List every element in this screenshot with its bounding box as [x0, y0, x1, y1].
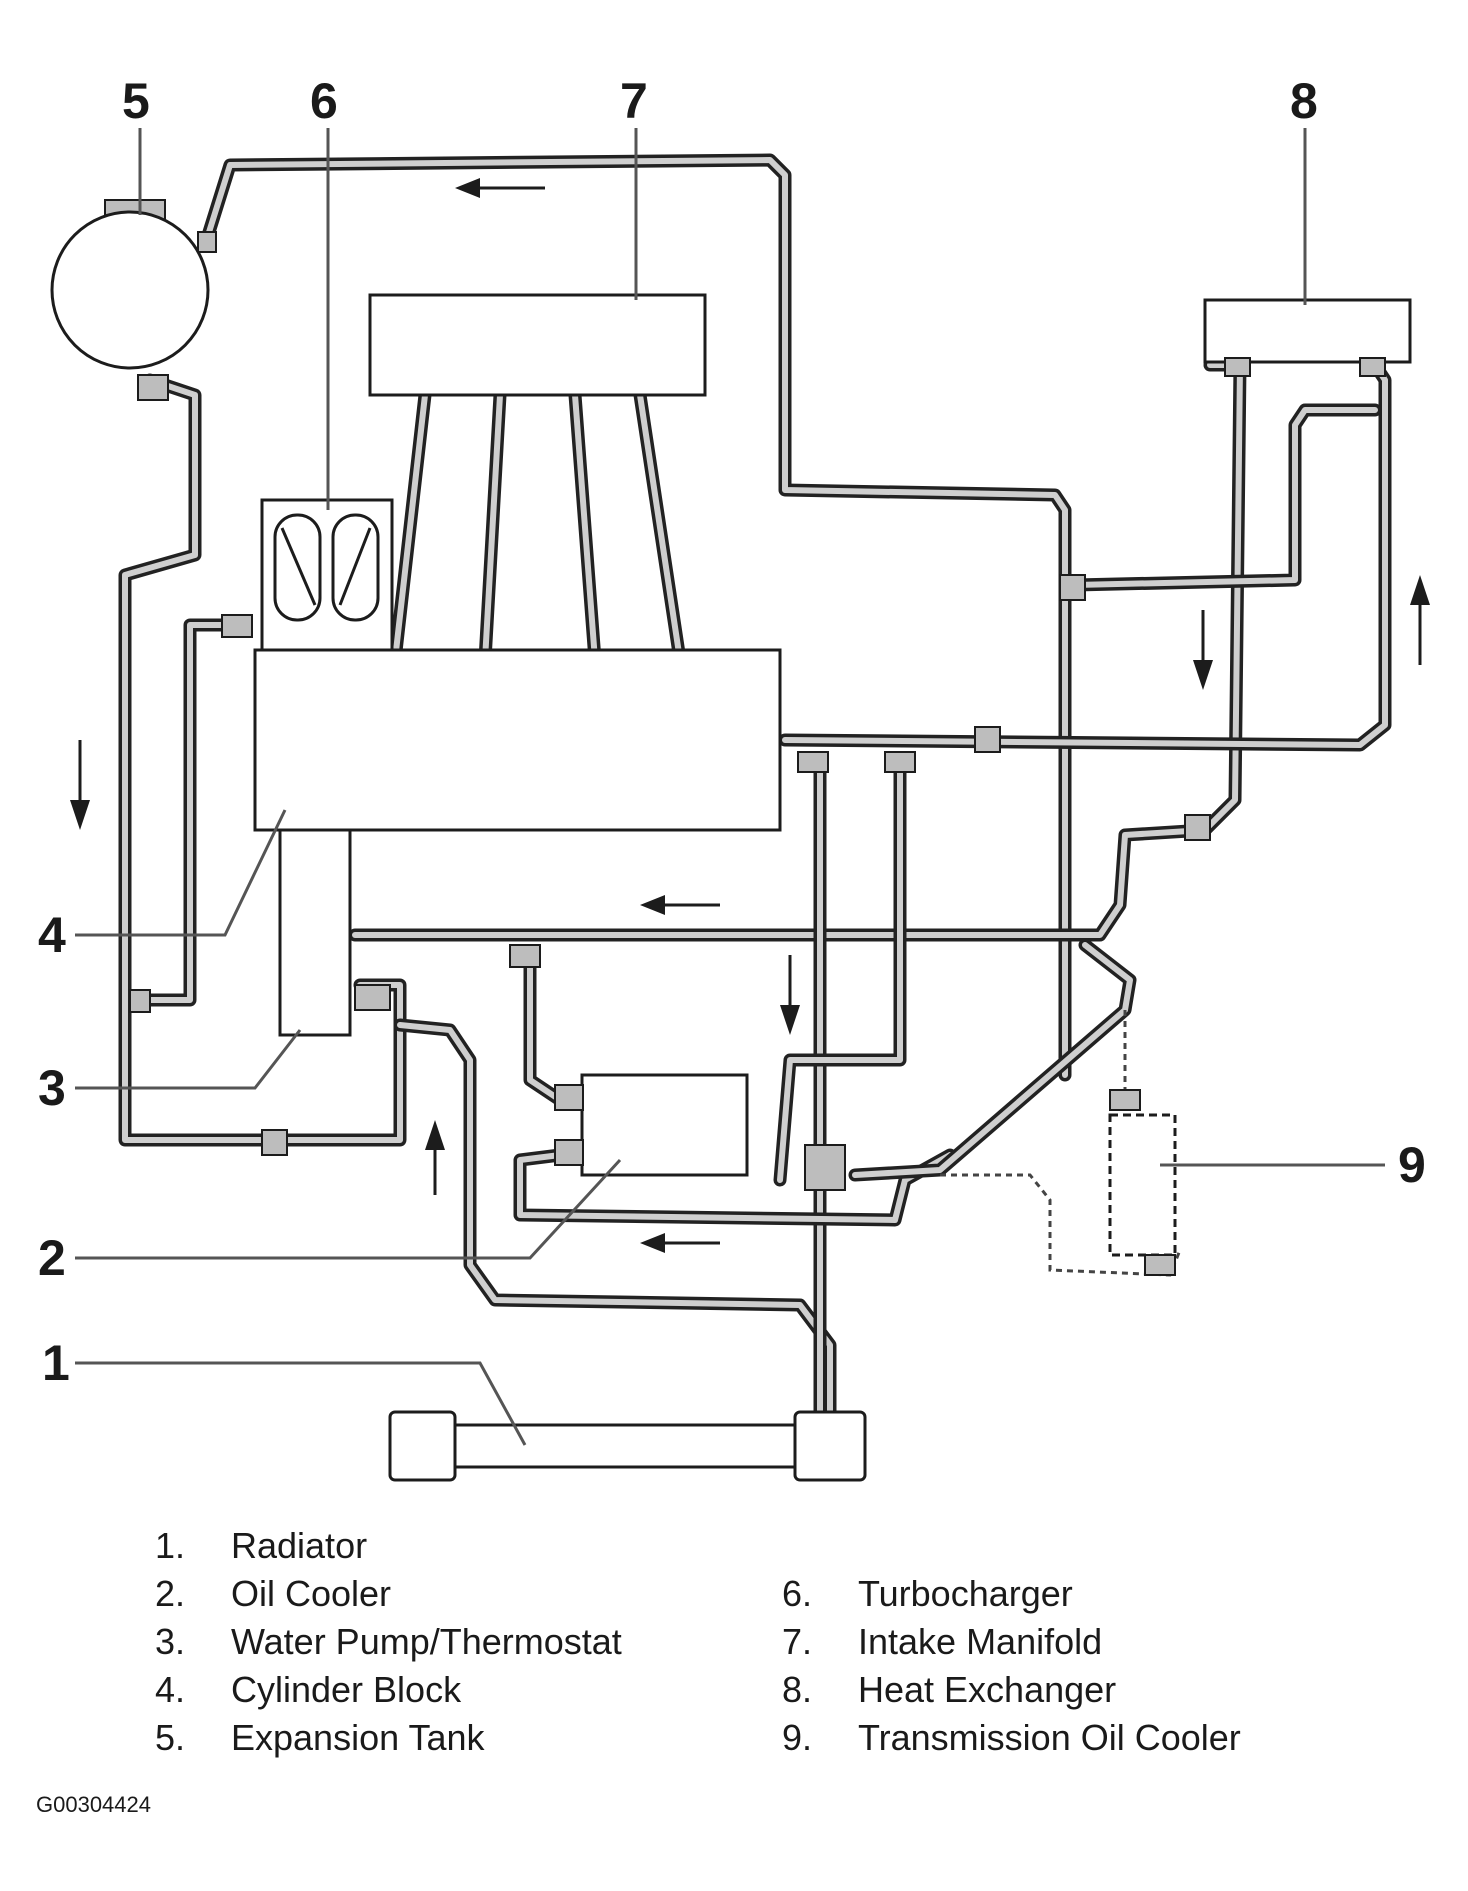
- clamp-right-top: [1059, 574, 1086, 601]
- flow-arrow-right-down: [1193, 610, 1213, 690]
- radiator-left-tank: [388, 1410, 457, 1482]
- clamp-block-1: [797, 751, 829, 773]
- legend-number: 4.: [155, 1669, 186, 1710]
- callout-2: 2: [38, 1230, 66, 1286]
- coolant-hoses: [118, 153, 1392, 1432]
- callout-4: 4: [38, 907, 66, 963]
- expansion-tank-body: [50, 210, 210, 370]
- flow-arrow-center-down: [780, 955, 800, 1035]
- legend-number: 5.: [155, 1717, 186, 1758]
- runner-4-inner: [637, 392, 683, 663]
- turbocharger-right-blade: [338, 527, 372, 606]
- hose-oil-cooler-feed-inner: [527, 957, 563, 1103]
- callout-5: 5: [122, 73, 150, 129]
- figure-id: G00304424: [36, 1792, 151, 1817]
- legend-label: Transmission Oil Cooler: [858, 1717, 1241, 1758]
- flow-arrow-top-left: [455, 178, 545, 198]
- callout-7: 7: [620, 73, 648, 129]
- clamp-oil-in: [554, 1084, 584, 1111]
- legend-number: 9.: [782, 1717, 813, 1758]
- leader-3: [75, 1029, 302, 1090]
- clamp-oil-out: [554, 1139, 584, 1166]
- water-pump-thermostat: [278, 828, 352, 1037]
- clamp-heat-right: [1359, 357, 1386, 377]
- clamp-left-lower: [129, 989, 151, 1013]
- hose-block-bottom-inner: [352, 362, 1243, 938]
- legend-number: 2.: [155, 1573, 186, 1614]
- heat-exchanger: [1203, 298, 1412, 364]
- legend-number: 3.: [155, 1621, 186, 1662]
- legend-label: Oil Cooler: [231, 1573, 392, 1614]
- hose-clamps: [129, 231, 1386, 1276]
- callout-3: 3: [38, 1060, 66, 1116]
- clamp-block-2: [884, 751, 916, 773]
- legend-label: Intake Manifold: [858, 1621, 1103, 1662]
- intake-manifold: [368, 293, 707, 397]
- turbocharger: [260, 498, 394, 662]
- manifold-runners: [388, 388, 687, 667]
- oil-cooler: [580, 1073, 749, 1177]
- clamp-trans-bottom: [1144, 1254, 1176, 1276]
- hose-left-main-inner: [122, 377, 403, 1143]
- clamp-expansion-top: [197, 231, 217, 253]
- callout-9: 9: [1398, 1137, 1426, 1193]
- runner-1-inner: [392, 392, 428, 663]
- radiator: [388, 1410, 867, 1482]
- legend-number: 7.: [782, 1621, 813, 1662]
- hose-heat-exchanger-inner-loop: [1068, 403, 1382, 592]
- legend-label: Heat Exchanger: [858, 1669, 1117, 1710]
- legend-label: Cylinder Block: [231, 1669, 462, 1710]
- expansion-tank: [50, 199, 210, 401]
- clamp-center: [804, 1144, 846, 1191]
- transmission-oil-cooler: [1108, 1113, 1177, 1257]
- clamp-left-bottom: [261, 1129, 288, 1156]
- hose-top-return-inner: [202, 157, 1068, 1078]
- callout-1: 1: [42, 1335, 70, 1391]
- hose-center-vertical-2-inner: [777, 767, 903, 1183]
- hose-transmission-dashed-1: [940, 1173, 1182, 1277]
- callout-numbers: 5 6 7 8 4 3 2 1 9: [38, 73, 1426, 1391]
- flow-arrow-left-up: [425, 1120, 445, 1195]
- radiator-right-tank: [793, 1410, 867, 1482]
- legend-number: 8.: [782, 1669, 813, 1710]
- flow-arrows: [70, 178, 1430, 1253]
- cylinder-block: [253, 648, 782, 832]
- turbocharger-left-blade: [280, 527, 317, 606]
- flow-arrow-left-down: [70, 740, 90, 830]
- flow-arrow-right-up: [1410, 575, 1430, 665]
- flow-arrow-block-left: [640, 895, 720, 915]
- hose-heat-exchanger-inner-loop-inner: [1072, 407, 1378, 588]
- clamp-right-mid: [1184, 814, 1211, 841]
- runner-3-inner: [572, 392, 598, 663]
- clamp-pump: [354, 984, 391, 1011]
- clamp-return: [974, 726, 1001, 753]
- leader-1: [75, 1361, 527, 1446]
- legend-number: 6.: [782, 1573, 813, 1614]
- legend-label: Water Pump/Thermostat: [231, 1621, 622, 1662]
- clamp-trans-top: [1109, 1089, 1141, 1111]
- callout-8: 8: [1290, 73, 1318, 129]
- legend-label: Turbocharger: [858, 1573, 1073, 1614]
- clamp-heat-left: [1224, 357, 1251, 377]
- leader-4: [75, 809, 287, 937]
- clamp-block-3: [509, 944, 541, 968]
- flow-arrow-bottom-left: [640, 1233, 720, 1253]
- hose-turbo-feed-inner: [137, 622, 243, 1003]
- hose-center-vertical-2: [773, 763, 907, 1187]
- leader-2: [75, 1158, 622, 1260]
- legend-number: 1.: [155, 1525, 186, 1566]
- expansion-tank-outlet: [137, 374, 169, 401]
- leader-lines: [75, 128, 1385, 1446]
- radiator-core: [453, 1423, 797, 1469]
- legend-label: Expansion Tank: [231, 1717, 485, 1758]
- runner-2-inner: [482, 392, 503, 663]
- legend-label: Radiator: [231, 1525, 368, 1566]
- hose-oil-cooler-feed: [523, 953, 567, 1107]
- clamp-turbo: [221, 614, 253, 638]
- callout-6: 6: [310, 73, 338, 129]
